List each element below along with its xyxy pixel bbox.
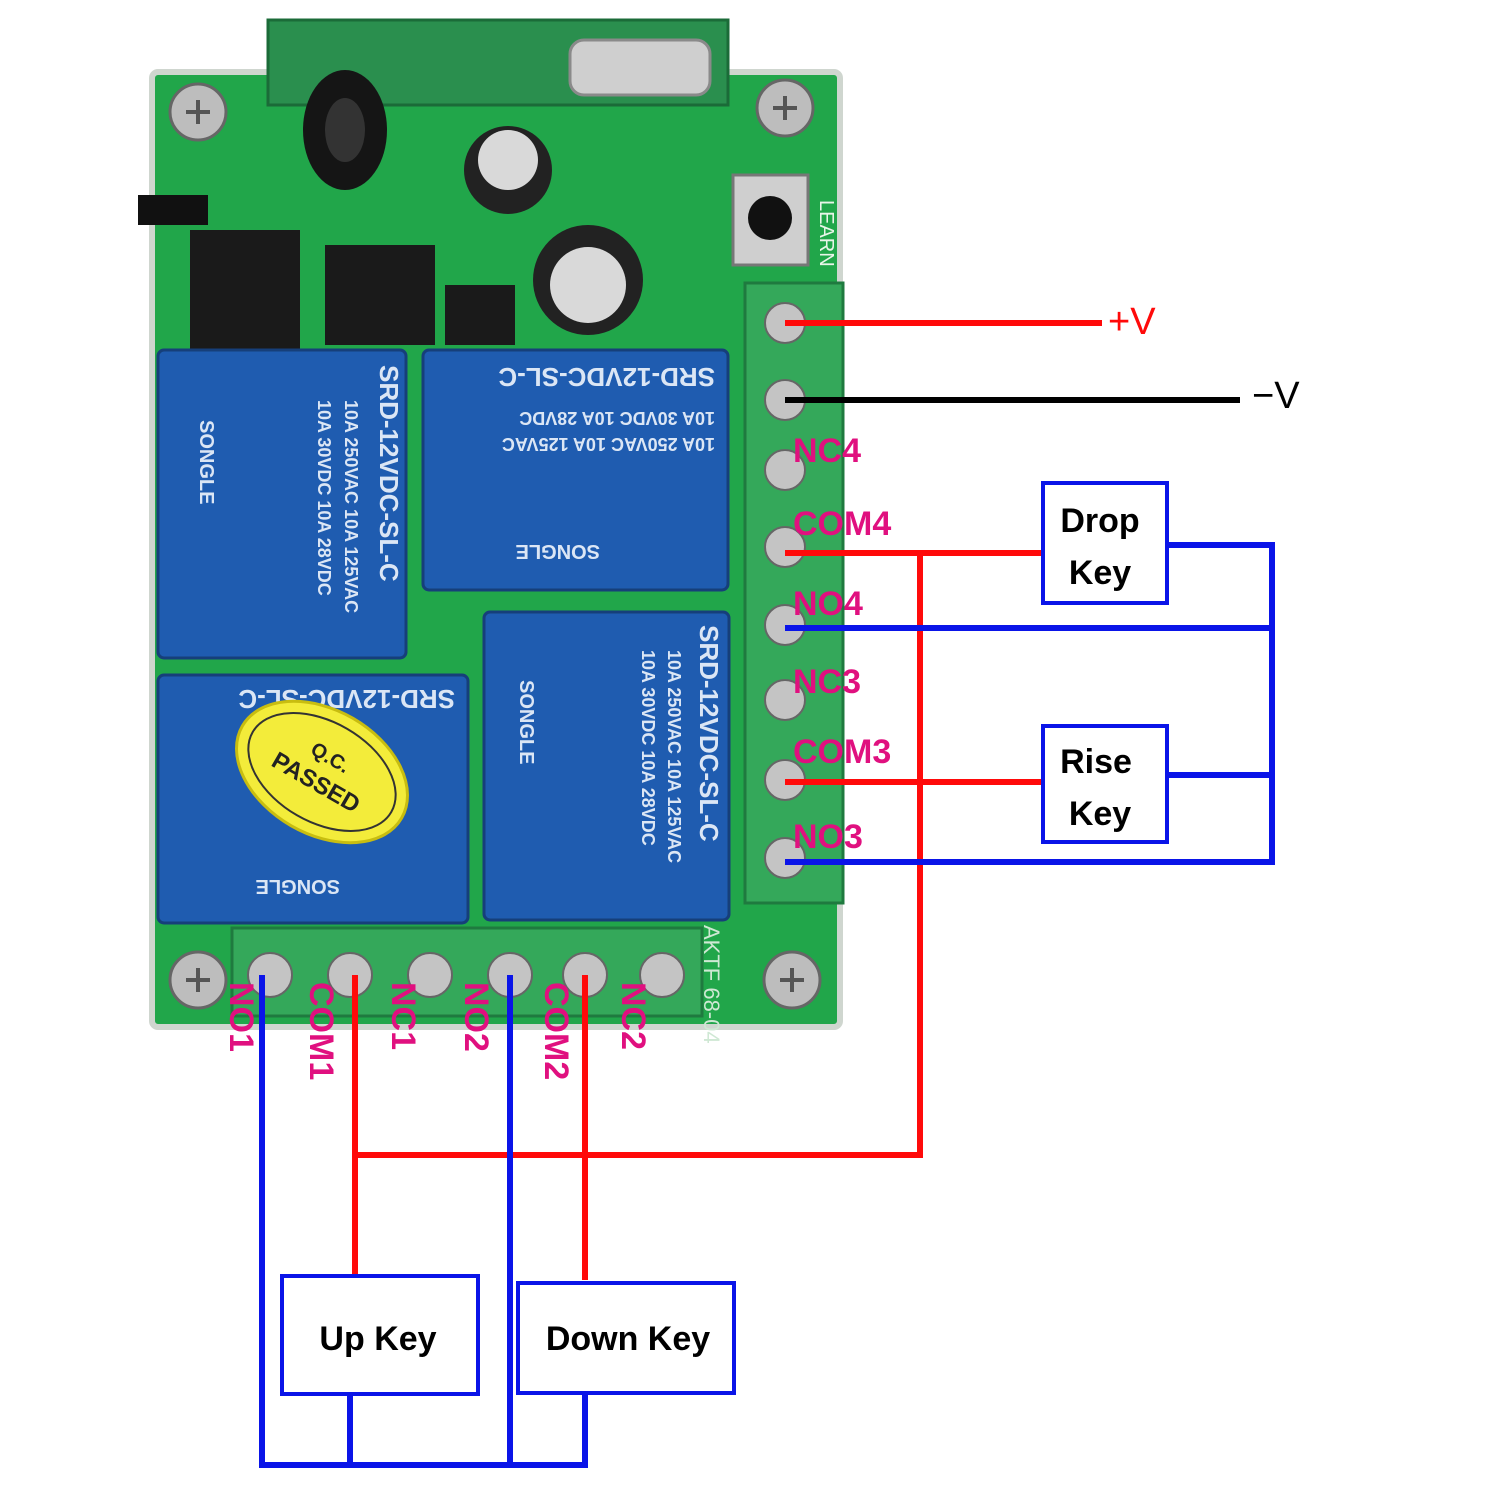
bottom-terminal-block bbox=[230, 926, 704, 1018]
up-key-box: Up Key bbox=[280, 1274, 480, 1396]
relay-model-label: SRD-12VDC-SL-C bbox=[694, 625, 724, 842]
terminal-label-nc4: NC4 bbox=[793, 432, 861, 470]
terminal-label-nc2: NC2 bbox=[614, 982, 652, 1050]
relay-model-label: SRD-12VDC-SL-C bbox=[374, 365, 404, 582]
relay-rating-label: 10A 250VAC 10A 125VAC bbox=[341, 400, 361, 613]
learn-button bbox=[731, 173, 810, 267]
terminal-label-nc1: NC1 bbox=[384, 982, 422, 1050]
relay-rating-label: 10A 250VAC 10A 125VAC bbox=[502, 434, 715, 454]
learn-label: LEARN bbox=[815, 200, 837, 267]
red-common-wires bbox=[352, 550, 1045, 1280]
relay-brand-label: SONGLE bbox=[256, 875, 340, 897]
relay-rating-label: 10A 30VDC 10A 28VDC bbox=[314, 400, 334, 596]
terminal-label-com3: COM3 bbox=[793, 733, 891, 771]
capacitor-2 bbox=[533, 225, 643, 335]
qc-passed-sticker: Q.C. PASSED bbox=[235, 699, 409, 845]
screw-bottom-right bbox=[762, 950, 822, 1010]
relay-brand-label: SONGLE bbox=[515, 680, 537, 764]
down-key-label: Down Key bbox=[546, 1320, 710, 1358]
up-key-label: Up Key bbox=[319, 1320, 436, 1358]
relay-bottom-right: SRD-12VDC-SL-C 10A 250VAC 10A 125VAC 10A… bbox=[482, 610, 731, 922]
rise-key-label: Key bbox=[1069, 795, 1131, 833]
plus-v-label: +V bbox=[1108, 301, 1156, 343]
terminal-label-com2: COM2 bbox=[537, 982, 575, 1080]
relay-rating-label: 10A 30VDC 10A 28VDC bbox=[519, 408, 715, 428]
screw-top-right bbox=[755, 78, 815, 138]
down-key-box: Down Key bbox=[516, 1281, 736, 1395]
terminal-label-com4: COM4 bbox=[793, 505, 891, 543]
relay-brand-label: SONGLE bbox=[195, 420, 217, 504]
crystal bbox=[568, 38, 712, 97]
right-terminal-labels: NC4 COM4 NO4 NC3 COM3 NO3 bbox=[793, 432, 891, 856]
blue-no-wires bbox=[259, 542, 1275, 1468]
antenna-coil bbox=[303, 70, 387, 190]
ic-chip-3 bbox=[445, 285, 515, 345]
ic-chip-1 bbox=[190, 230, 300, 350]
rise-key-label: Rise bbox=[1060, 743, 1132, 781]
minus-v-label: −V bbox=[1252, 375, 1300, 417]
terminal-label-no4: NO4 bbox=[793, 585, 863, 623]
terminal-label-nc3: NC3 bbox=[793, 663, 861, 701]
relay-brand-label: SONGLE bbox=[516, 540, 600, 562]
drop-key-label: Drop bbox=[1060, 502, 1139, 540]
rise-key-box: Rise Key bbox=[1041, 724, 1169, 844]
relay-top-right: SRD-12VDC-SL-C 10A 30VDC 10A 28VDC 10A 2… bbox=[421, 348, 730, 592]
terminal-label-com1: COM1 bbox=[302, 982, 340, 1080]
bottom-terminal-labels: NO1 COM1 NC1 NO2 COM2 NC2 bbox=[222, 982, 652, 1080]
capacitor-1 bbox=[464, 126, 552, 214]
terminal-label-no3: NO3 bbox=[793, 818, 863, 856]
screw-bottom-left bbox=[168, 950, 228, 1010]
terminal-label-no1: NO1 bbox=[222, 982, 260, 1052]
drop-key-label: Key bbox=[1069, 554, 1131, 592]
drop-key-box: Drop Key bbox=[1041, 481, 1169, 605]
ic-chip-2 bbox=[325, 245, 435, 345]
jumper bbox=[138, 195, 208, 225]
relay-rating-label: 10A 250VAC 10A 125VAC bbox=[664, 650, 684, 863]
relay-top-left: SRD-12VDC-SL-C 10A 250VAC 10A 125VAC 10A… bbox=[156, 348, 408, 660]
terminal-label-no2: NO2 bbox=[457, 982, 495, 1052]
relay-model-label: SRD-12VDC-SL-C bbox=[498, 362, 715, 392]
screw-top-left bbox=[168, 82, 228, 142]
relay-rating-label: 10A 30VDC 10A 28VDC bbox=[638, 650, 658, 846]
